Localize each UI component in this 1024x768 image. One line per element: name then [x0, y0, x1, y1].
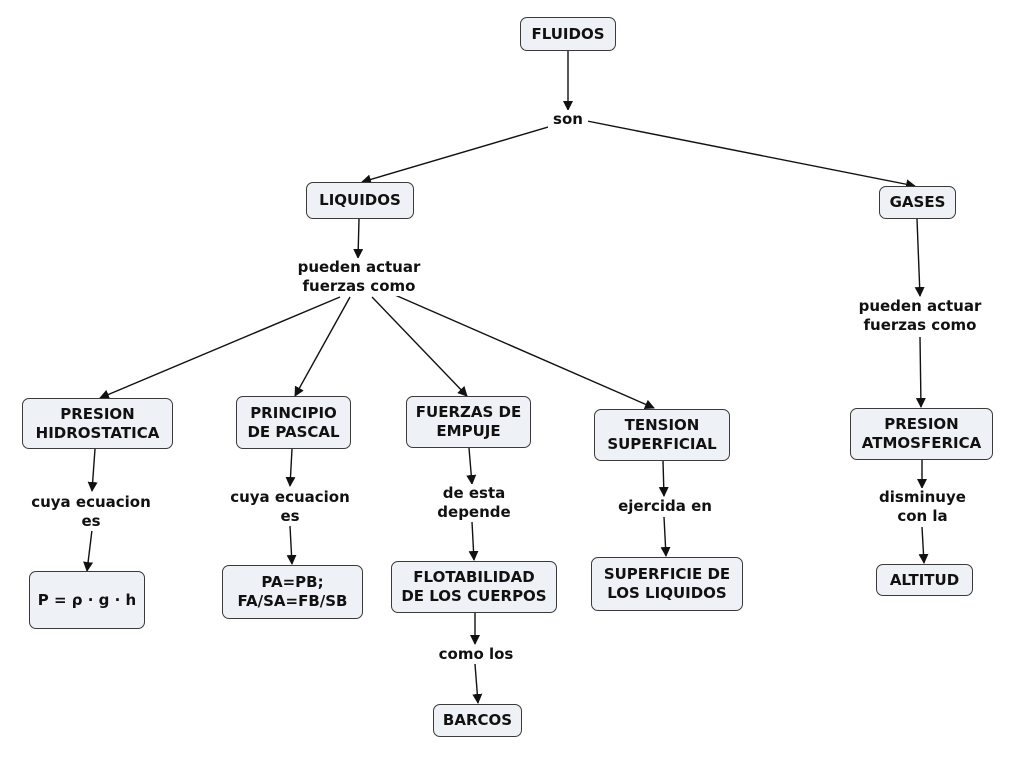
edge-como-barcos [472, 663, 483, 704]
link-label-tension-ejercida: ejercida en [610, 497, 720, 516]
node-superficie-liquidos[interactable]: SUPERFICIE DE LOS LIQUIDOS [591, 557, 743, 611]
edge-tension-ejercida [658, 460, 669, 497]
node-fluidos[interactable]: FLUIDOS [520, 17, 616, 51]
edge-fuerzas-hidrostatica [99, 296, 341, 400]
node-liquidos[interactable]: LIQUIDOS [306, 182, 414, 219]
node-presion-hidrostatica[interactable]: PRESION HIDROSTATICA [22, 398, 173, 449]
edge-fuerzas-pascal [294, 296, 351, 397]
edge-son-liquidos [361, 124, 556, 185]
node-fuerzas-empuje[interactable]: FUERZAS DE EMPUJE [406, 396, 531, 448]
edge-gases-fuerzas [914, 218, 925, 297]
node-flotabilidad[interactable]: FLOTABILIDAD DE LOS CUERPOS [391, 561, 557, 613]
node-presion-atmosferica[interactable]: PRESION ATMOSFERICA [850, 408, 993, 460]
link-label-liquidos-fuerzas: pueden actuar fuerzas como [292, 258, 426, 296]
node-barcos[interactable]: BARCOS [433, 704, 522, 737]
link-label-flot-como: como los [430, 645, 522, 664]
edge-disminuye-altitud [918, 526, 929, 564]
edge-ecuacion-formula-hidro [83, 529, 94, 572]
edge-fuerzas-empuje [371, 296, 468, 397]
link-label-atmos-disminuye: disminuye con la [870, 488, 975, 526]
node-gases[interactable]: GASES [879, 186, 956, 219]
edge-pascal-ecuacion [285, 448, 296, 487]
link-label-empuje-depende: de esta depende [424, 484, 524, 522]
edge-hidro-ecuacion [87, 448, 98, 492]
link-label-hidro-ecuacion: cuya ecuacion es [26, 493, 156, 531]
node-tension-superficial[interactable]: TENSION SUPERFICIAL [594, 409, 730, 461]
link-label-pascal-ecuacion: cuya ecuacion es [225, 488, 355, 526]
edge-empuje-depende [466, 447, 477, 485]
edge-depende-flotabilidad [468, 521, 479, 561]
node-principio-pascal[interactable]: PRINCIPIO DE PASCAL [236, 396, 351, 449]
link-label-gases-fuerzas: pueden actuar fuerzas como [850, 297, 990, 335]
edge-ecuacion-formula-pascal [286, 525, 297, 565]
edge-gasesfuerzas-atmosferica [915, 336, 926, 408]
edge-fuerzas-tension [394, 294, 655, 409]
edge-liquidos-fuerzas [353, 218, 364, 259]
node-altitud[interactable]: ALTITUD [876, 564, 973, 596]
edge-son-gases [581, 119, 916, 190]
node-formula-pascal[interactable]: PA=PB; FA/SA=FB/SB [222, 565, 363, 619]
edge-ejercida-superficie [660, 516, 671, 557]
node-formula-hidrostatica[interactable]: P = ρ · g · h [29, 571, 145, 629]
link-label-son: son [548, 110, 588, 129]
